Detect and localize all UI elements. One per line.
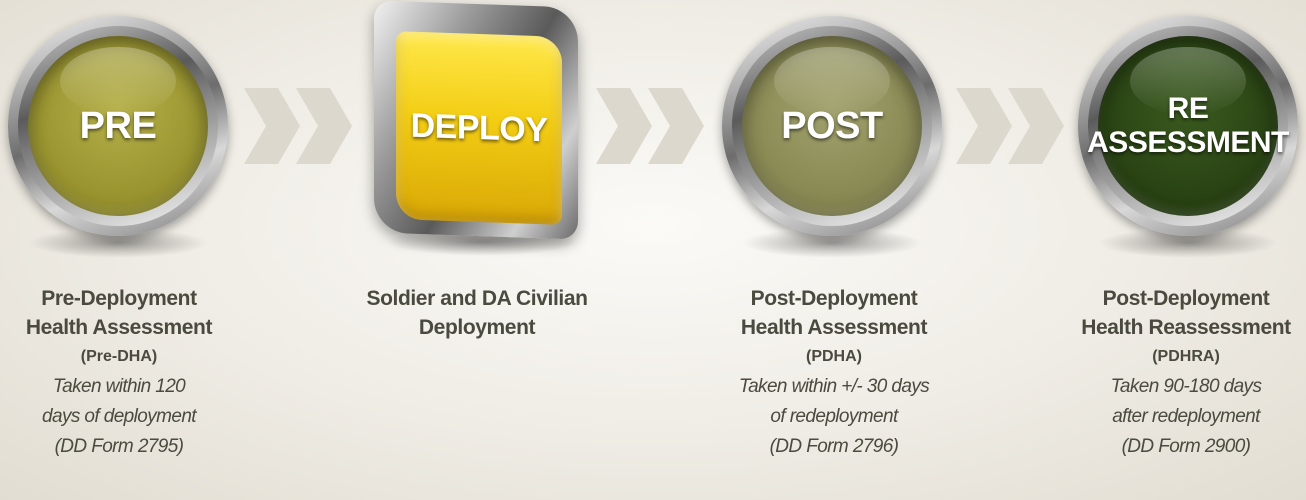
deploy-title-line-2: Deployment: [418, 316, 536, 339]
reassessment-badge-label-line-2: ASSESSMENT: [1087, 126, 1289, 159]
post-note-line-2: of redeployment: [770, 406, 898, 427]
reassessment-note-line-2: after redeployment: [1112, 406, 1260, 427]
pre-form-code: (Pre-DHA): [80, 348, 158, 365]
pre-stage-caption: Pre-Deployment Health Assessment (Pre-DH…: [4, 284, 234, 462]
deploy-stage-badge: DEPLOY: [366, 0, 588, 256]
deploy-title-line-1: Soldier and DA Civilian: [366, 287, 588, 310]
reassessment-title-line-1: Post-Deployment: [1102, 287, 1270, 310]
deploy-stage-caption: Soldier and DA Civilian Deployment: [347, 284, 607, 342]
post-note-line-3: (DD Form 2796): [769, 436, 899, 457]
pre-title-line-2: Health Assessment: [25, 316, 213, 339]
post-stage-badge: POST: [722, 16, 942, 258]
post-note-line-1: Taken within +/- 30 days: [738, 376, 930, 397]
post-title-line-2: Health Assessment: [740, 316, 928, 339]
reassessment-stage-caption: Post-Deployment Health Reassessment (PDH…: [1068, 284, 1304, 462]
pre-stage-badge: PRE: [8, 16, 228, 258]
pre-note-line-1: Taken within 120: [52, 376, 186, 397]
reassessment-stage-badge: RE ASSESSMENT: [1078, 16, 1298, 258]
reassessment-note-line-1: Taken 90-180 days: [1110, 376, 1262, 397]
post-badge-label: POST: [781, 104, 883, 147]
pre-badge-label: PRE: [79, 104, 157, 147]
reassessment-note-line-3: (DD Form 2900): [1121, 436, 1251, 457]
double-chevron-right-icon: [596, 88, 704, 164]
deploy-badge-label: DEPLOY: [410, 106, 548, 149]
double-chevron-right-icon: [956, 88, 1064, 164]
reassessment-badge-label-line-1: RE: [1167, 92, 1209, 125]
double-chevron-right-icon: [244, 88, 352, 164]
pre-note-line-3: (DD Form 2795): [54, 436, 184, 457]
reassessment-badge-label: RE ASSESSMENT: [1087, 92, 1289, 160]
reassessment-form-code: (PDHRA): [1152, 348, 1220, 365]
post-stage-caption: Post-Deployment Health Assessment (PDHA)…: [714, 284, 954, 462]
pre-title-line-1: Pre-Deployment: [41, 287, 197, 310]
post-form-code: (PDHA): [806, 348, 862, 365]
post-title-line-1: Post-Deployment: [750, 287, 918, 310]
reassessment-title-line-2: Health Reassessment: [1081, 316, 1291, 339]
pre-note-line-2: days of deployment: [42, 406, 197, 427]
